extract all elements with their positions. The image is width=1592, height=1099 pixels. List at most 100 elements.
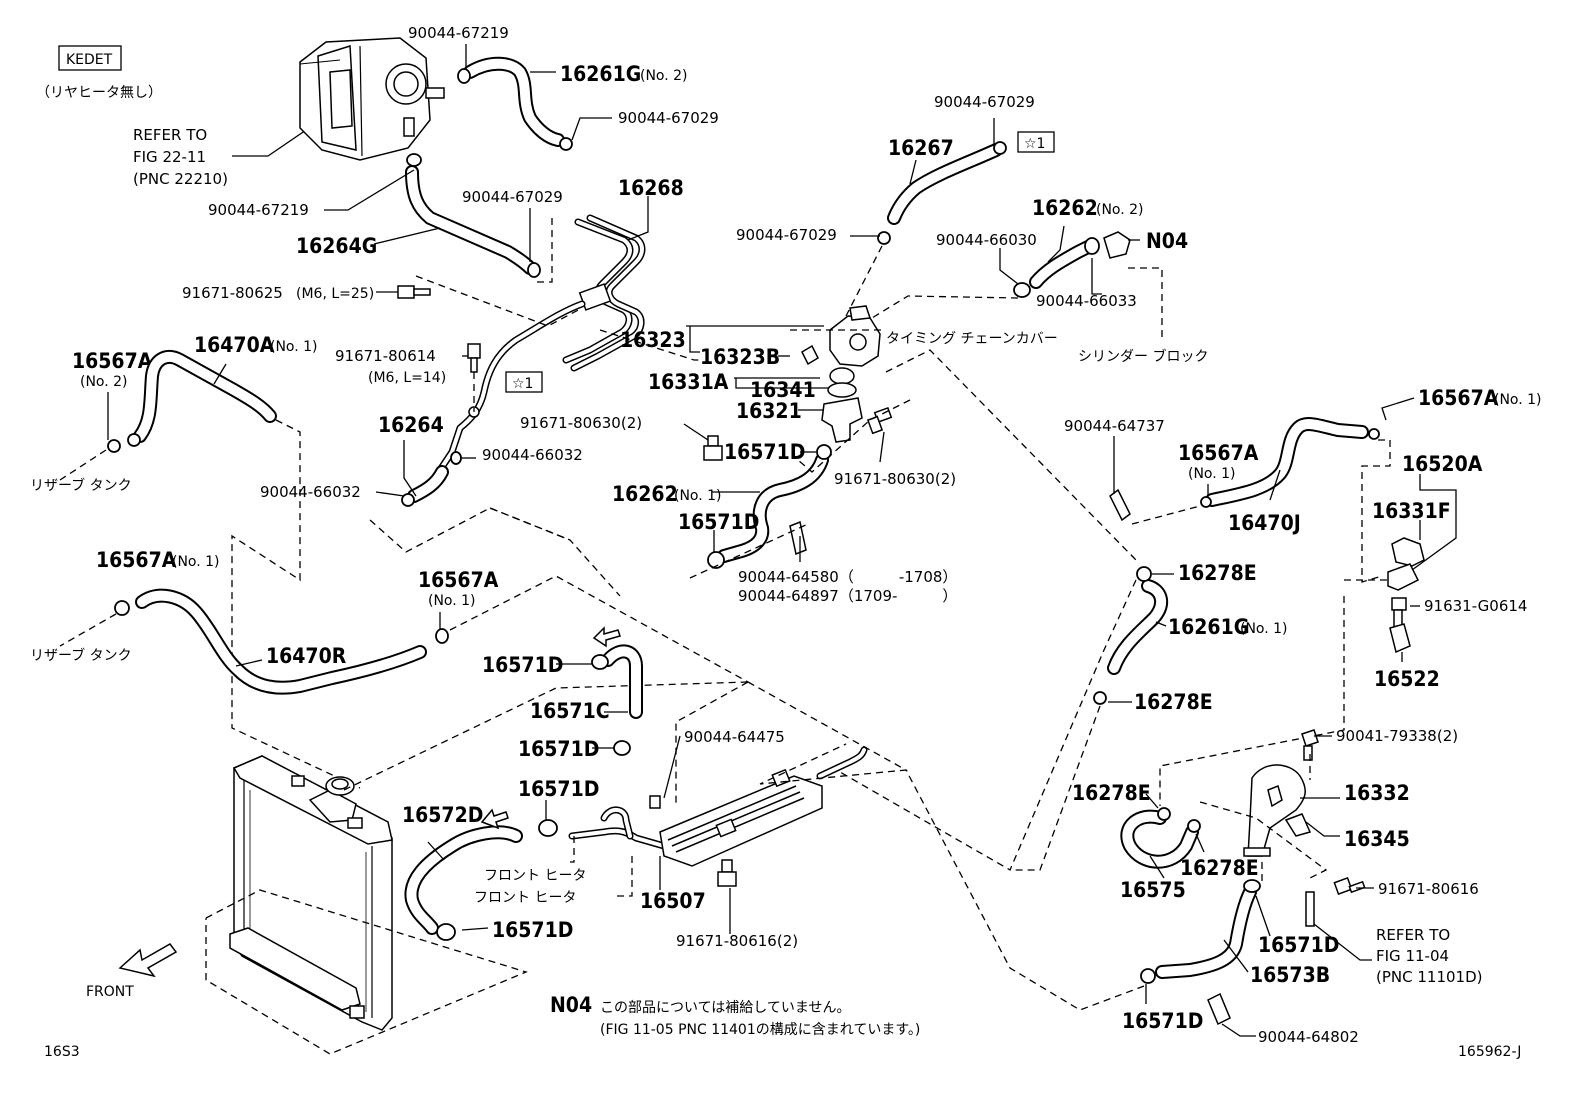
clamp-icon (127, 433, 141, 447)
clamp-icon (1084, 237, 1100, 255)
label-90044-67029-b: 90044-67029 (462, 188, 563, 206)
label-91671-80614: 91671-80614 (335, 347, 436, 365)
label-91671-80630-b: 91671-80630(2) (834, 470, 956, 488)
label-16470a: 16470A (194, 333, 275, 357)
label-16264g: 16264G (296, 234, 377, 258)
throttle-body-illustration (299, 37, 445, 161)
label-90044-64897: 90044-64897（1709- ） (738, 587, 957, 605)
model-note: （リヤヒータ無し） (36, 85, 162, 101)
refer-block-line-3: (PNC 11101D) (1376, 968, 1482, 986)
label-16567a-right: 16567A (1178, 441, 1259, 465)
label-16470r: 16470R (266, 644, 347, 668)
stud-icon (1305, 891, 1315, 927)
label-16567a-no2-suffix: (No. 2) (80, 374, 128, 390)
label-90044-64475: 90044-64475 (684, 728, 785, 746)
label-16567a-no1-left: 16567A (96, 548, 177, 572)
label-16264: 16264 (378, 413, 444, 437)
label-16261g-no1: 16261G (1168, 615, 1249, 639)
label-90044-67029-c: 90044-67029 (934, 93, 1035, 111)
label-16507: 16507 (640, 889, 706, 913)
star-1-mid: ☆1 (512, 376, 533, 392)
clamp-icon (107, 439, 121, 453)
label-timing-chain-cover: タイミング チェーンカバー (886, 331, 1058, 347)
heater-core-illustration (568, 746, 868, 867)
label-16571d-a: 16571D (724, 440, 805, 464)
page-code-right: 165962-J (1458, 1044, 1521, 1060)
clamp-icon (406, 153, 422, 167)
refer-block-line-1: REFER TO (1376, 926, 1450, 944)
label-91671-80625-suffix: (M6, L=25) (296, 286, 374, 302)
front-arrow-icon (118, 943, 178, 978)
clamp-icon (436, 923, 456, 941)
refer-block-line-2: FIG 11-04 (1376, 947, 1449, 965)
clamp-icon (591, 654, 609, 670)
label-16323: 16323 (620, 328, 686, 352)
clamp-icon (559, 137, 573, 151)
clamp-icon (1140, 968, 1156, 984)
water-inlet-illustration (1243, 764, 1312, 857)
label-90044-64580: 90044-64580（ -1708） (738, 568, 957, 586)
label-16261g-no2-suffix: (No. 2) (640, 68, 688, 84)
label-16567a-far-suffix: (No. 1) (1494, 392, 1542, 408)
clamp-icon (457, 68, 471, 84)
label-16571d-f: 16571D (492, 918, 573, 942)
water-outlet-illustration (801, 305, 881, 443)
clamp-icon (527, 262, 541, 278)
label-16573b: 16573B (1250, 963, 1330, 987)
label-90041-79338: 90041-79338(2) (1336, 727, 1458, 745)
clamp-icon (1243, 879, 1261, 893)
refer-throttle-line-2: FIG 22-11 (133, 148, 206, 166)
clamp-icon (707, 551, 725, 569)
label-16331a: 16331A (648, 370, 729, 394)
label-16278e-a: 16278E (1178, 561, 1257, 585)
clamp-icon (450, 451, 462, 465)
label-16522: 16522 (1374, 667, 1440, 691)
label-front-heater-1: フロント ヒータ (484, 868, 586, 884)
label-cylinder-block: シリンダー ブロック (1078, 348, 1208, 365)
label-16341: 16341 (750, 378, 816, 402)
bolt-icon (1333, 877, 1366, 895)
star-1-box-top (1017, 131, 1055, 153)
refer-throttle-leader (232, 125, 313, 157)
clamp-icon (401, 493, 415, 507)
radiator-illustration (229, 755, 393, 1031)
label-16278e-b: 16278E (1134, 690, 1213, 714)
label-90044-66032-a: 90044-66032 (482, 446, 583, 464)
clamp-icon (613, 740, 631, 756)
bolt-icon (467, 343, 481, 373)
clamp-icon (1187, 819, 1201, 833)
label-16261g-no2: 16261G (560, 62, 641, 86)
label-16331f: 16331F (1372, 499, 1451, 523)
clamp-icon (1368, 428, 1380, 440)
label-16278e-d: 16278E (1180, 856, 1259, 880)
model-code: KEDET (66, 52, 113, 68)
reservoir-cap-illustration (1387, 537, 1425, 654)
label-91671-80616-b: 91671-80616 (1378, 880, 1479, 898)
label-16567a-mid-suffix: (No. 1) (428, 593, 476, 609)
label-16567a-right-suffix: (No. 1) (1188, 466, 1236, 482)
clamp-icon (1013, 282, 1031, 298)
label-91671-80630-a: 91671-80630(2) (520, 414, 642, 432)
label-16571d-g: 16571D (1258, 933, 1339, 957)
label-90044-66033: 90044-66033 (1036, 292, 1137, 310)
label-16470j: 16470J (1228, 511, 1301, 535)
clamp-icon (1136, 566, 1152, 582)
label-16520a: 16520A (1402, 452, 1483, 476)
label-front-heater-2: フロント ヒータ (474, 890, 576, 906)
clamp-icon (1157, 807, 1171, 821)
clamp-icon (1200, 496, 1212, 508)
label-90044-66032-b: 90044-66032 (260, 483, 361, 501)
label-16321: 16321 (736, 399, 802, 423)
label-90044-67029-d: 90044-67029 (736, 226, 837, 244)
label-91631-g0614: 91631-G0614 (1424, 597, 1527, 615)
n04-note-2: (FIG 11-05 PNC 11401の構成に含まれています。) (600, 1022, 920, 1038)
flow-arrow-icon (592, 626, 621, 648)
n04-code: N04 (550, 993, 592, 1017)
refer-throttle-line-1: REFER TO (133, 126, 207, 144)
label-90044-66030: 90044-66030 (936, 231, 1037, 249)
model-code-box (58, 45, 122, 71)
label-90044-67219-low: 90044-67219 (208, 201, 309, 219)
label-16262-no2: 16262 (1032, 196, 1098, 220)
label-16571d-c: 16571D (482, 653, 563, 677)
label-16567a-no1-left-suffix: (No. 1) (172, 554, 220, 570)
